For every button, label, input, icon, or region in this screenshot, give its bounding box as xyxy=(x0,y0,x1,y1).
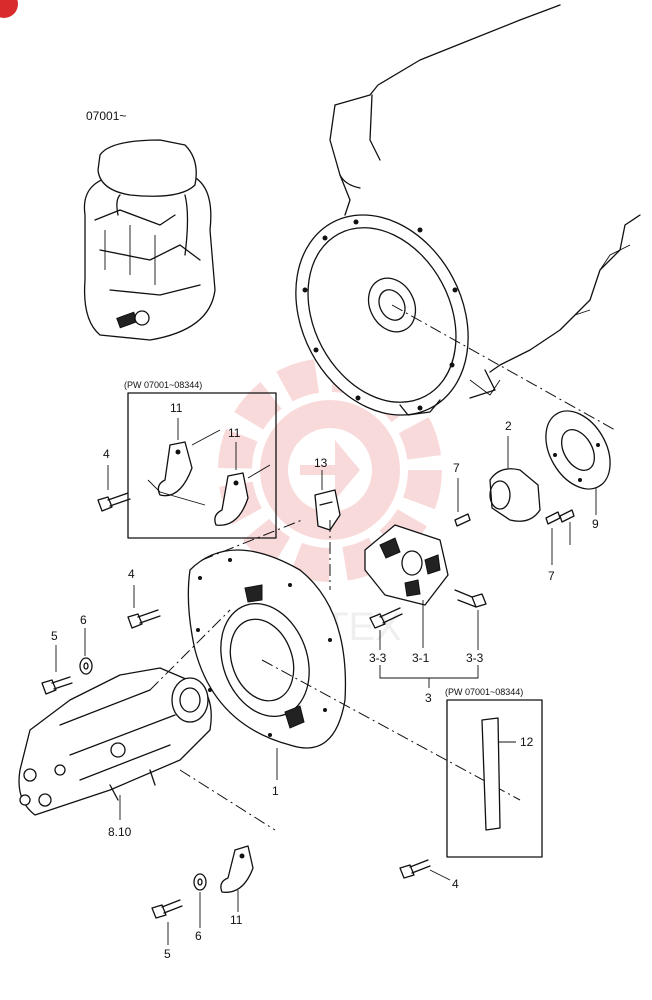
cushion-13 xyxy=(314,470,341,531)
callout-11-c: 11 xyxy=(230,913,243,927)
ring-9 xyxy=(545,410,611,515)
callout-6-lower: 6 xyxy=(195,929,202,943)
washer-6-lower xyxy=(193,873,207,928)
engine-block xyxy=(295,4,641,416)
pins-7 xyxy=(454,478,575,565)
inset-serial-label: 07001~ xyxy=(86,109,126,123)
box-right-range-label: (PW 07001~08344) xyxy=(445,687,523,697)
callout-3-1: 3-1 xyxy=(412,651,430,665)
callout-7-lower: 7 xyxy=(548,569,555,583)
callout-9: 9 xyxy=(592,517,599,531)
box-top-range-label: (PW 07001~08344) xyxy=(124,380,202,390)
callout-3: 3 xyxy=(425,691,432,705)
bolt-5-upper xyxy=(41,645,73,695)
bolt-4-upper xyxy=(97,465,131,512)
callout-5-lower: 5 xyxy=(164,947,171,961)
callout-12: 12 xyxy=(520,735,534,749)
corner-badge xyxy=(0,0,18,18)
callout-5-upper: 5 xyxy=(51,629,58,643)
bolt-3-3-right xyxy=(454,589,487,608)
bolt-4-lower xyxy=(399,859,451,881)
callout-7-upper: 7 xyxy=(453,461,460,475)
callout-1: 1 xyxy=(272,784,279,798)
assembly-lines xyxy=(149,304,616,831)
callout-labels: 1 2 3 3-1 3-3 3-3 4 4 4 5 5 6 6 7 7 8.10… xyxy=(51,401,599,961)
bolt-5-lower xyxy=(151,899,183,945)
callout-4-middle: 4 xyxy=(128,567,135,581)
callout-11-a: 11 xyxy=(170,401,183,415)
bolt-3-3-left xyxy=(369,607,403,629)
callout-4-upper: 4 xyxy=(103,447,110,461)
callout-6-upper: 6 xyxy=(80,613,87,627)
clip-11-lower xyxy=(220,845,254,912)
hydraulic-pump xyxy=(18,667,212,820)
forklift-inset: 07001~ xyxy=(83,109,216,341)
callout-4-lower: 4 xyxy=(452,877,459,891)
callout-13: 13 xyxy=(314,456,328,470)
adapter-plate xyxy=(187,549,347,780)
hub-2 xyxy=(489,436,541,522)
callout-2: 2 xyxy=(505,419,512,433)
callout-3-3-left: 3-3 xyxy=(369,651,387,665)
callout-11-b: 11 xyxy=(228,426,241,440)
clip-detail-box: (PW 07001~08344) xyxy=(124,380,277,539)
callout-3-3-right: 3-3 xyxy=(466,651,484,665)
callout-8-10: 8.10 xyxy=(108,825,132,839)
bar-detail-box: (PW 07001~08344) xyxy=(445,687,543,858)
coupling-3-1 xyxy=(364,524,449,606)
bolt-4-middle xyxy=(127,585,161,629)
washer-6-upper xyxy=(79,628,93,675)
